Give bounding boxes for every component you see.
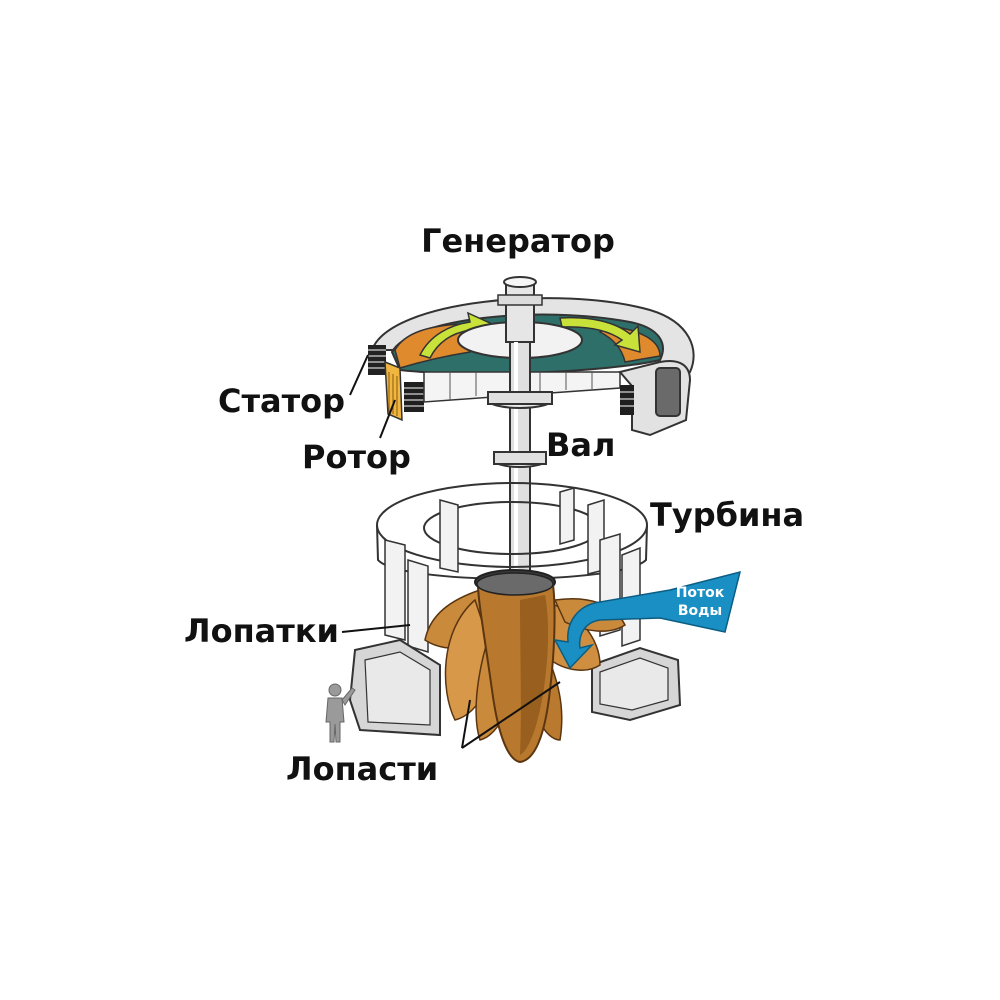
rotation-arrow-right-icon [559,316,641,354]
leader-blades-2 [461,681,561,749]
leader-blades-1 [461,699,471,749]
human-scale-figure-icon [325,683,356,743]
shaft-top [505,281,535,343]
label-generator: Генератор [421,222,615,260]
rotor-block-dividers [449,372,593,400]
shaft [487,276,553,593]
stator-laminations-left [368,345,386,375]
label-turbine: Турбина [650,496,804,534]
stator-terminal-box [655,367,681,417]
label-wicket-gates: Лопатки [184,612,339,650]
label-rotor: Ротор [302,438,411,476]
label-runner-blades: Лопасти [286,750,438,788]
label-water-flow-line1: Поток [676,585,725,601]
stator-slots-front-left [404,382,424,412]
water-flow-arrow-icon [553,570,742,670]
leader-wicket-gates [341,624,411,633]
label-water-flow-line2: Воды [678,603,722,619]
leader-stator [349,354,369,396]
label-stator: Статор [218,382,345,420]
label-shaft: Вал [546,426,615,464]
wicket-gates [384,487,641,654]
generator-assembly [368,297,695,437]
leader-lines [341,354,561,749]
stator-right-slots [620,385,634,415]
leader-rotor [379,399,396,439]
